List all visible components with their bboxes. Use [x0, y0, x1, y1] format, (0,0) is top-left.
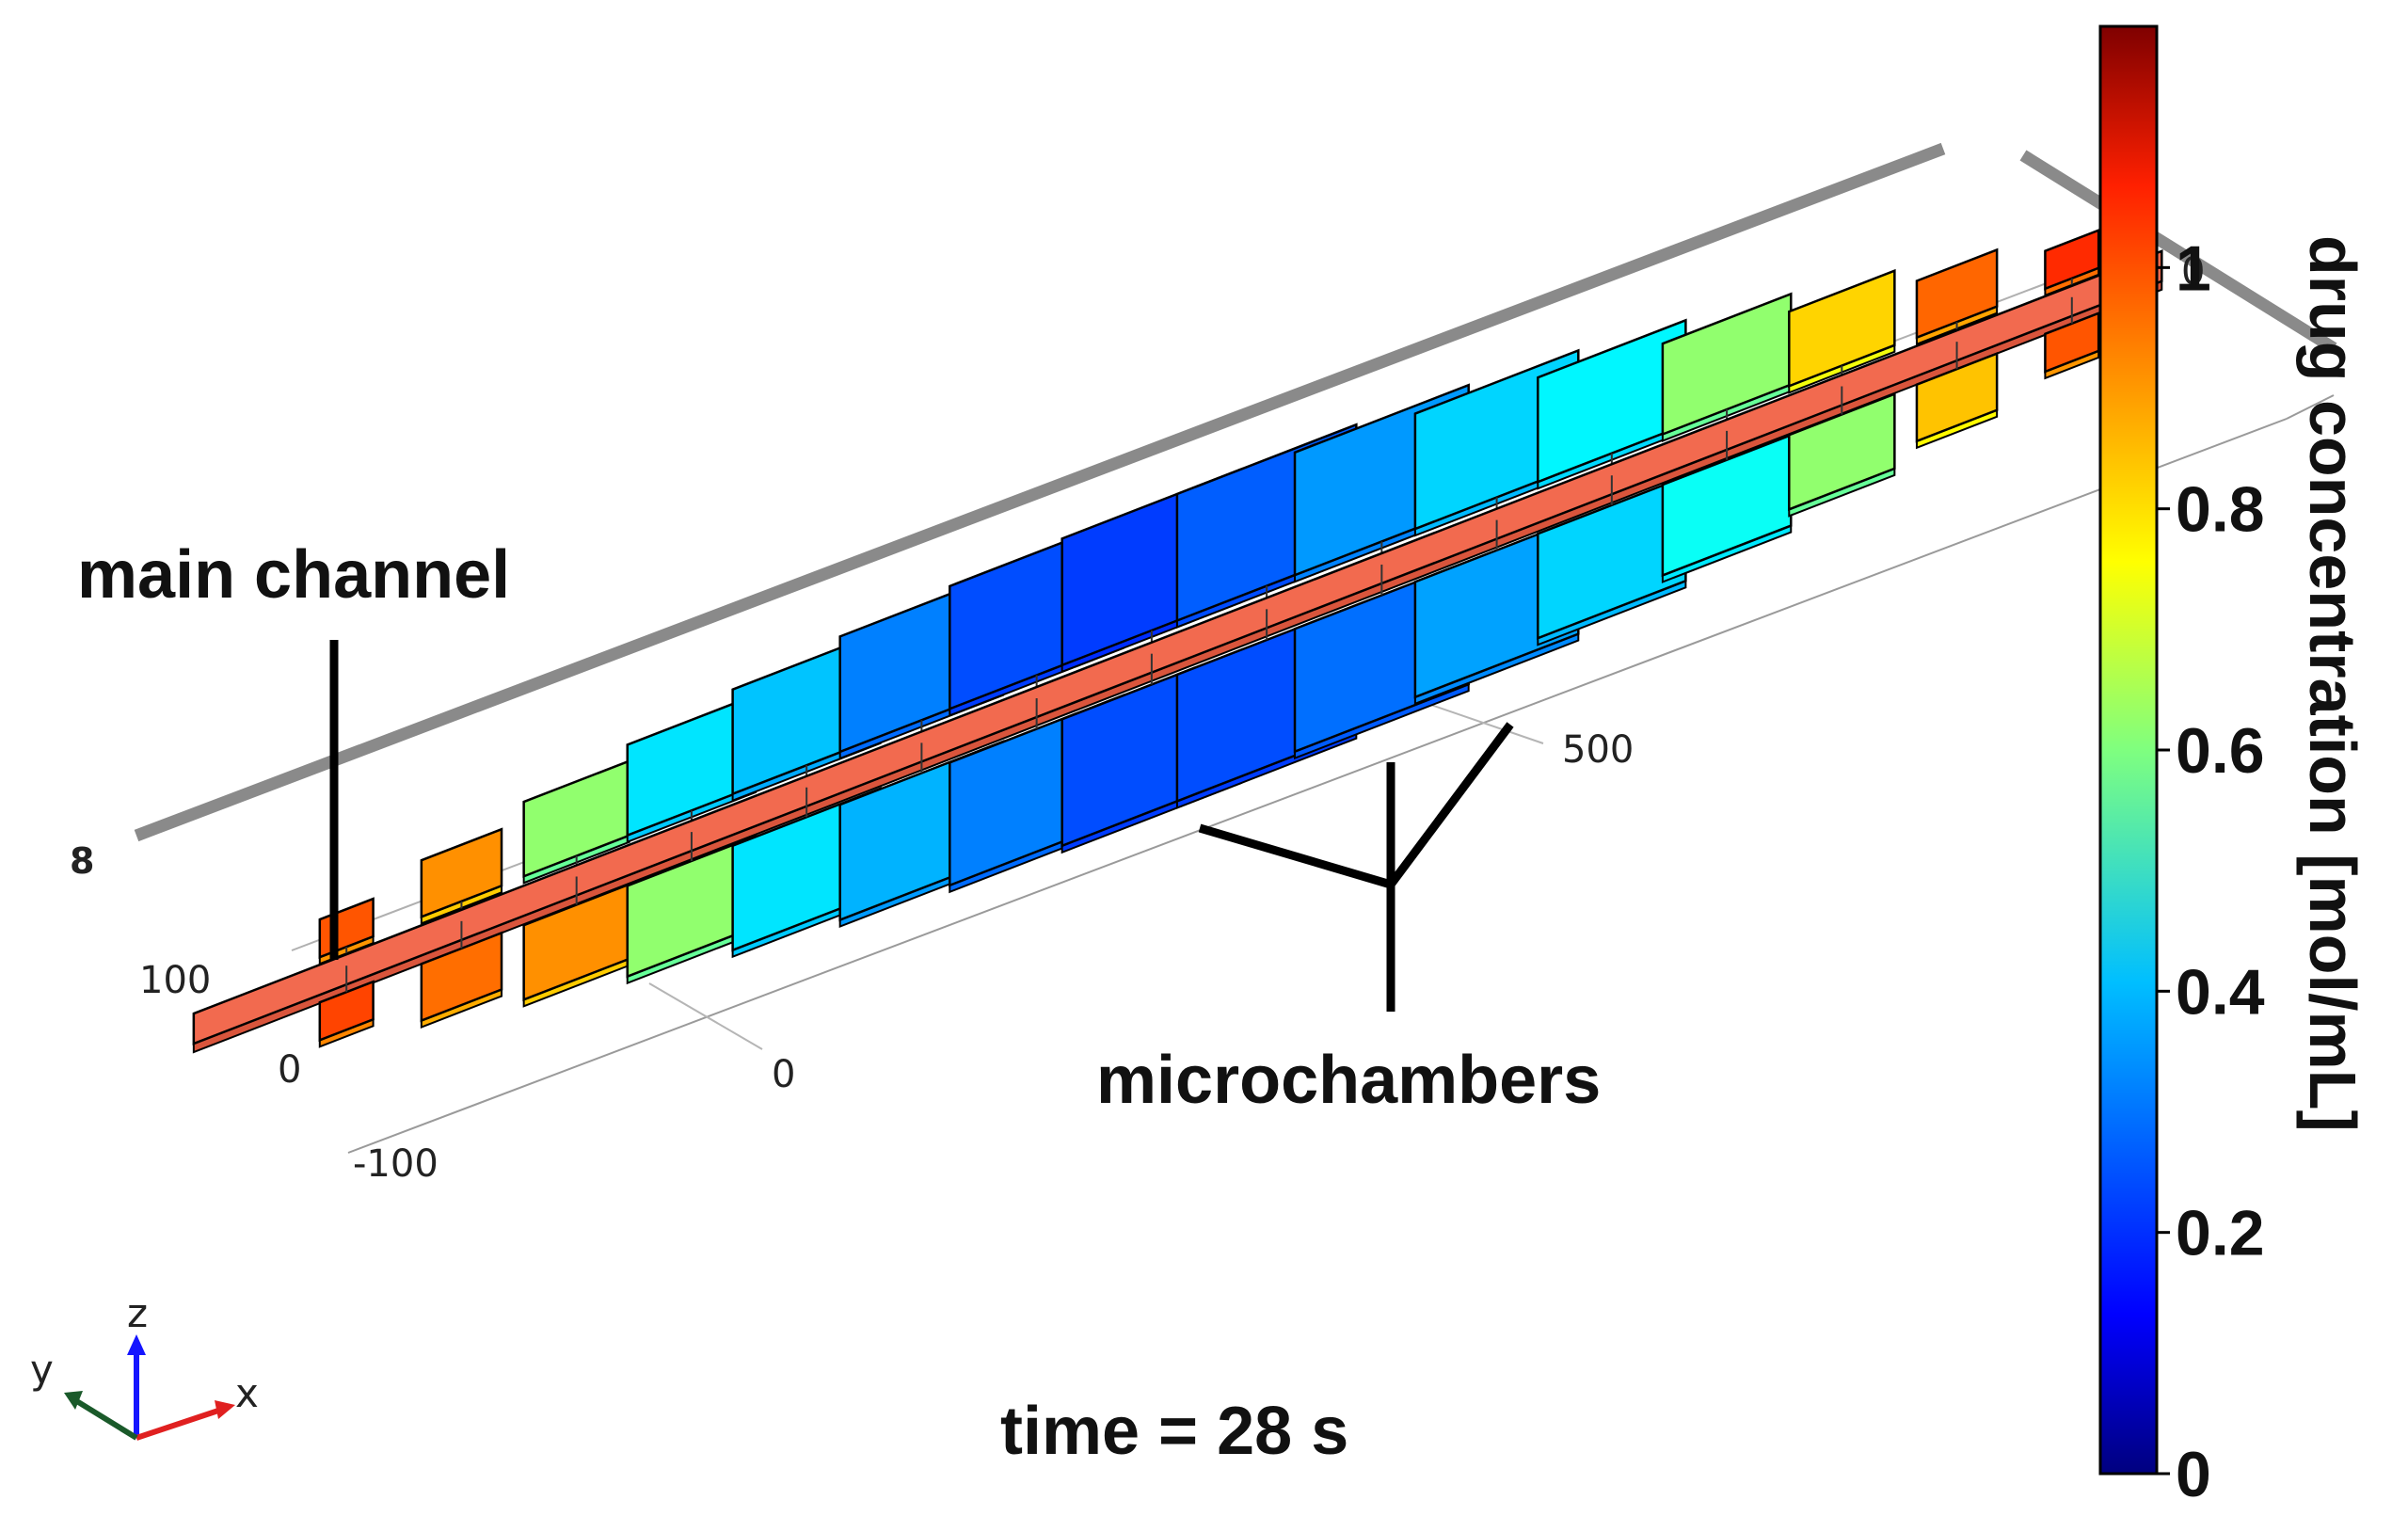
microchambers-upper-row: [318, 228, 2100, 974]
triad-y-axis: [73, 1397, 138, 1441]
floor-side-edge: [2286, 394, 2335, 420]
top-right-edge: [2019, 150, 2337, 354]
upper-chamber: [1661, 292, 1793, 442]
chamber-top: [1915, 247, 1999, 340]
triad-y-label: y: [30, 1347, 54, 1393]
triad-x-label: x: [235, 1370, 259, 1416]
colorbar-ticks: 0 0.2 0.4 0.6 0.8 1: [2157, 232, 2265, 1510]
triad-x-axis: [136, 1407, 222, 1441]
triad-x-arrow: [215, 1400, 235, 1419]
colorbar: 0 0.2 0.4 0.6 0.8 1 drug concentration [mol/m…: [2098, 24, 2369, 1510]
microchambers-lower-row: [318, 296, 2100, 1048]
triad-y-arrow: [64, 1391, 83, 1410]
colorbar-gradient: [2098, 24, 2159, 1476]
tick-y-100: 100: [139, 959, 211, 1002]
main-channel: [192, 248, 2163, 1054]
chamber-top: [2044, 228, 2100, 291]
colorbar-tick-label: 0.2: [2176, 1198, 2265, 1269]
time-label: time = 28 s: [1000, 1394, 1348, 1469]
tick-left-edge: 8: [70, 840, 94, 882]
chamber-top: [1661, 433, 1793, 578]
chamber-top: [1537, 474, 1687, 640]
colorbar-title: drug concentration [mol/mL]: [2296, 235, 2369, 1132]
lower-chamber: [420, 920, 503, 1029]
chamber-top: [1788, 268, 1896, 389]
triad-z-label: z: [127, 1290, 148, 1336]
lower-chamber: [1915, 342, 1999, 450]
lower-chamber: [1661, 430, 1793, 583]
tick-x-500: 500: [1562, 728, 1634, 772]
chamber-top: [2044, 311, 2100, 374]
tick-x-0: 0: [772, 1053, 795, 1096]
lower-chamber: [1788, 386, 1896, 518]
main-channel-side: [192, 279, 2163, 1054]
lower-chamber: [1537, 474, 1687, 646]
tick-z-neg100: -100: [353, 1142, 439, 1186]
chamber-top: [420, 827, 503, 919]
microchambers-label: microchambers: [1096, 1043, 1601, 1118]
tick-y-0: 0: [278, 1048, 301, 1092]
colorbar-tick-label: 0: [2176, 1439, 2211, 1510]
main-channel-label: main channel: [77, 537, 510, 613]
colorbar-tick-label: 1: [2176, 232, 2211, 304]
floor-front-edge: [347, 418, 2288, 1154]
lower-chamber: [2044, 296, 2100, 380]
axis-triad: z x y: [30, 1290, 259, 1441]
tick-top-right: 0: [2181, 250, 2205, 294]
lower-chamber: [318, 965, 375, 1048]
top-back-edge: [134, 142, 1946, 842]
colorbar-tick-label: 0.6: [2176, 715, 2265, 787]
chamber-top: [318, 980, 375, 1043]
main-channel-top: [192, 248, 2163, 1045]
colorbar-tick-label: 0.8: [2176, 474, 2265, 546]
triad-z-arrow: [127, 1334, 146, 1355]
upper-chamber: [420, 827, 503, 929]
chamber-top: [1788, 391, 1896, 512]
colorbar-tick-label: 0.4: [2176, 956, 2265, 1028]
grid-line-x0: [648, 982, 763, 1050]
upper-chamber: [1915, 247, 1999, 350]
chamber-top: [1915, 351, 1999, 443]
microchambers-pointer: [1198, 722, 1514, 1012]
chamber-top: [420, 931, 503, 1023]
